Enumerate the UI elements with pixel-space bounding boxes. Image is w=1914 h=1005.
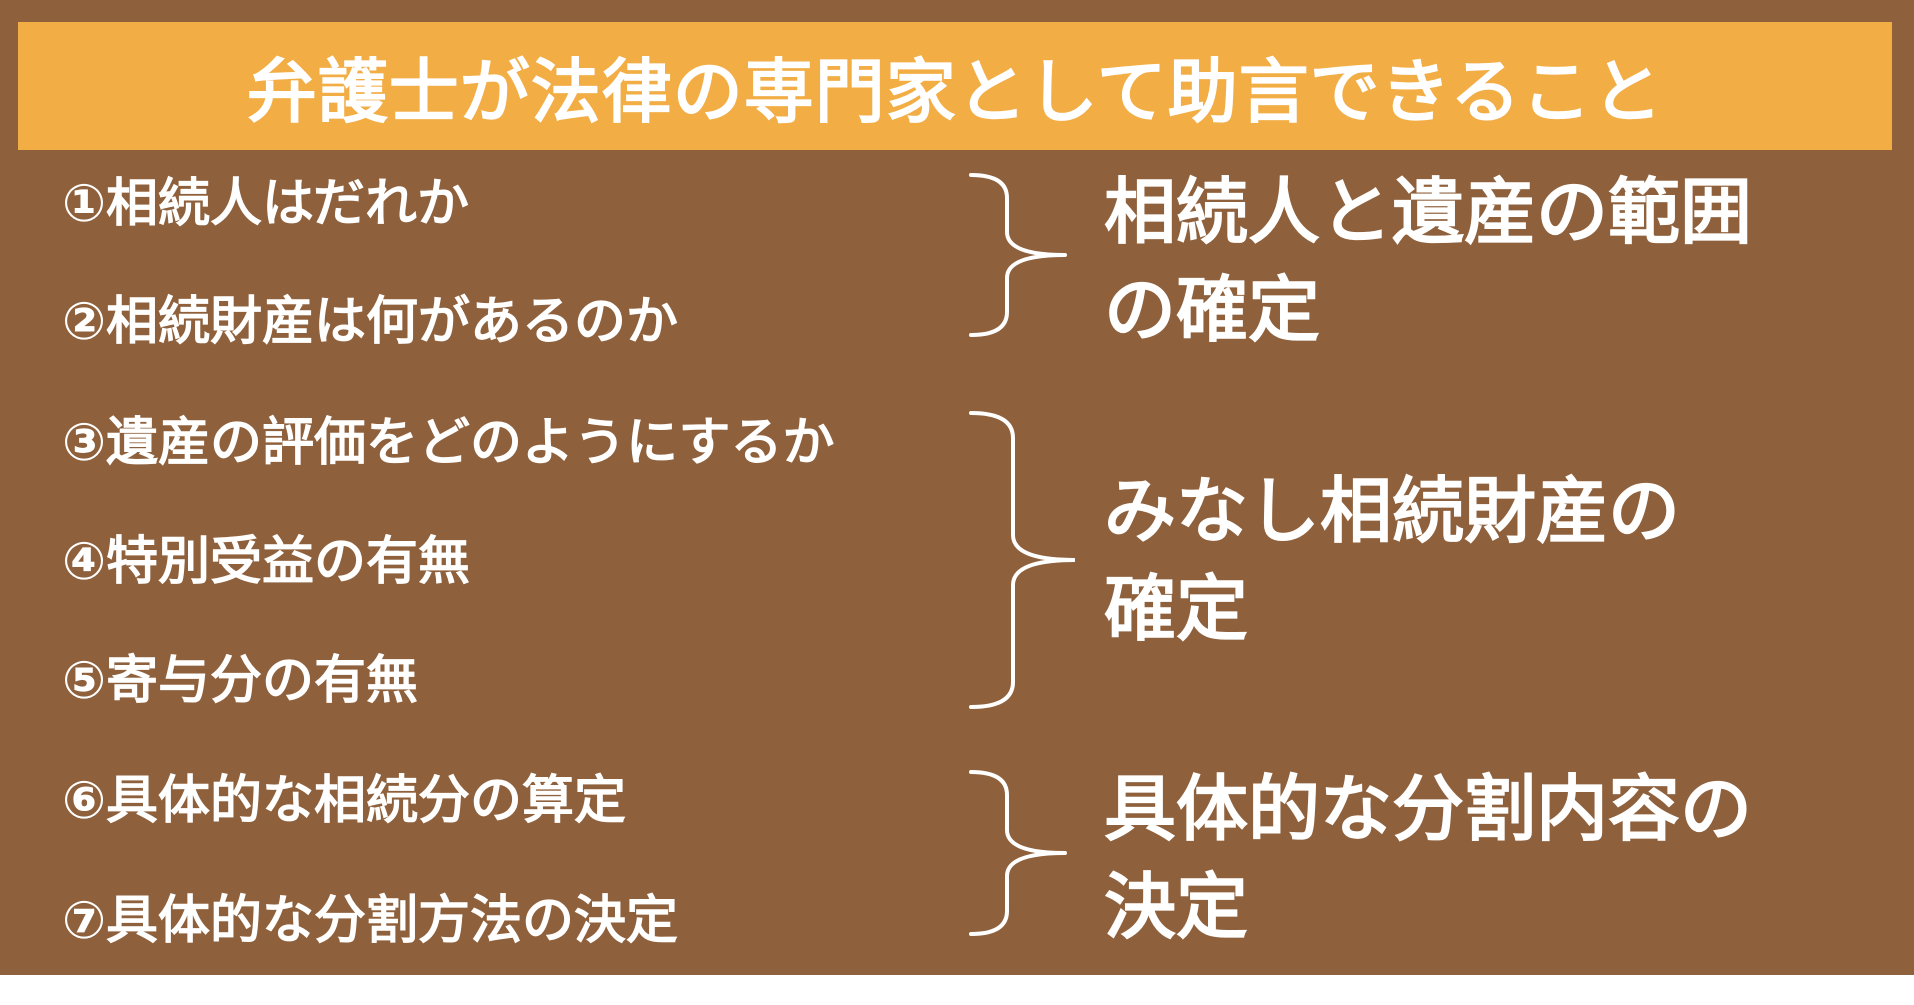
group-label-3-line-2: 決定 (1104, 865, 1249, 949)
group-label-1: 相続人と遺産の範囲 の確定 (1104, 163, 1752, 359)
title-banner: 弁護士が法律の専門家として助言できること (18, 22, 1892, 150)
group-label-2-line-1: みなし相続財産の (1104, 469, 1681, 553)
group-label-3: 具体的な分割内容の 決定 (1104, 760, 1752, 956)
group-label-2: みなし相続財産の 確定 (1104, 462, 1680, 658)
list-item-7: ⑦具体的な分割方法の決定 (62, 891, 679, 951)
content-board: 弁護士が法律の専門家として助言できること ①相続人はだれか ②相続財産は何がある… (0, 0, 1914, 975)
brace-icon-group-1 (969, 173, 1067, 337)
brace-icon-group-3 (969, 770, 1067, 936)
list-item-3: ③遺産の評価をどのようにするか (62, 413, 835, 473)
group-label-2-line-2: 確定 (1104, 567, 1249, 651)
list-item-2: ②相続財産は何があるのか (62, 292, 679, 352)
page-title: 弁護士が法律の専門家として助言できること (246, 50, 1664, 133)
group-label-1-line-2: の確定 (1104, 268, 1321, 352)
list-item-5: ⑤寄与分の有無 (62, 651, 419, 711)
group-label-1-line-1: 相続人と遺産の範囲 (1104, 170, 1753, 254)
list-item-4: ④特別受益の有無 (62, 532, 471, 592)
group-label-3-line-1: 具体的な分割内容の (1104, 767, 1753, 851)
list-item-1: ①相続人はだれか (62, 174, 469, 234)
brace-icon-group-2 (969, 411, 1075, 709)
list-item-6: ⑥具体的な相続分の算定 (62, 771, 627, 831)
